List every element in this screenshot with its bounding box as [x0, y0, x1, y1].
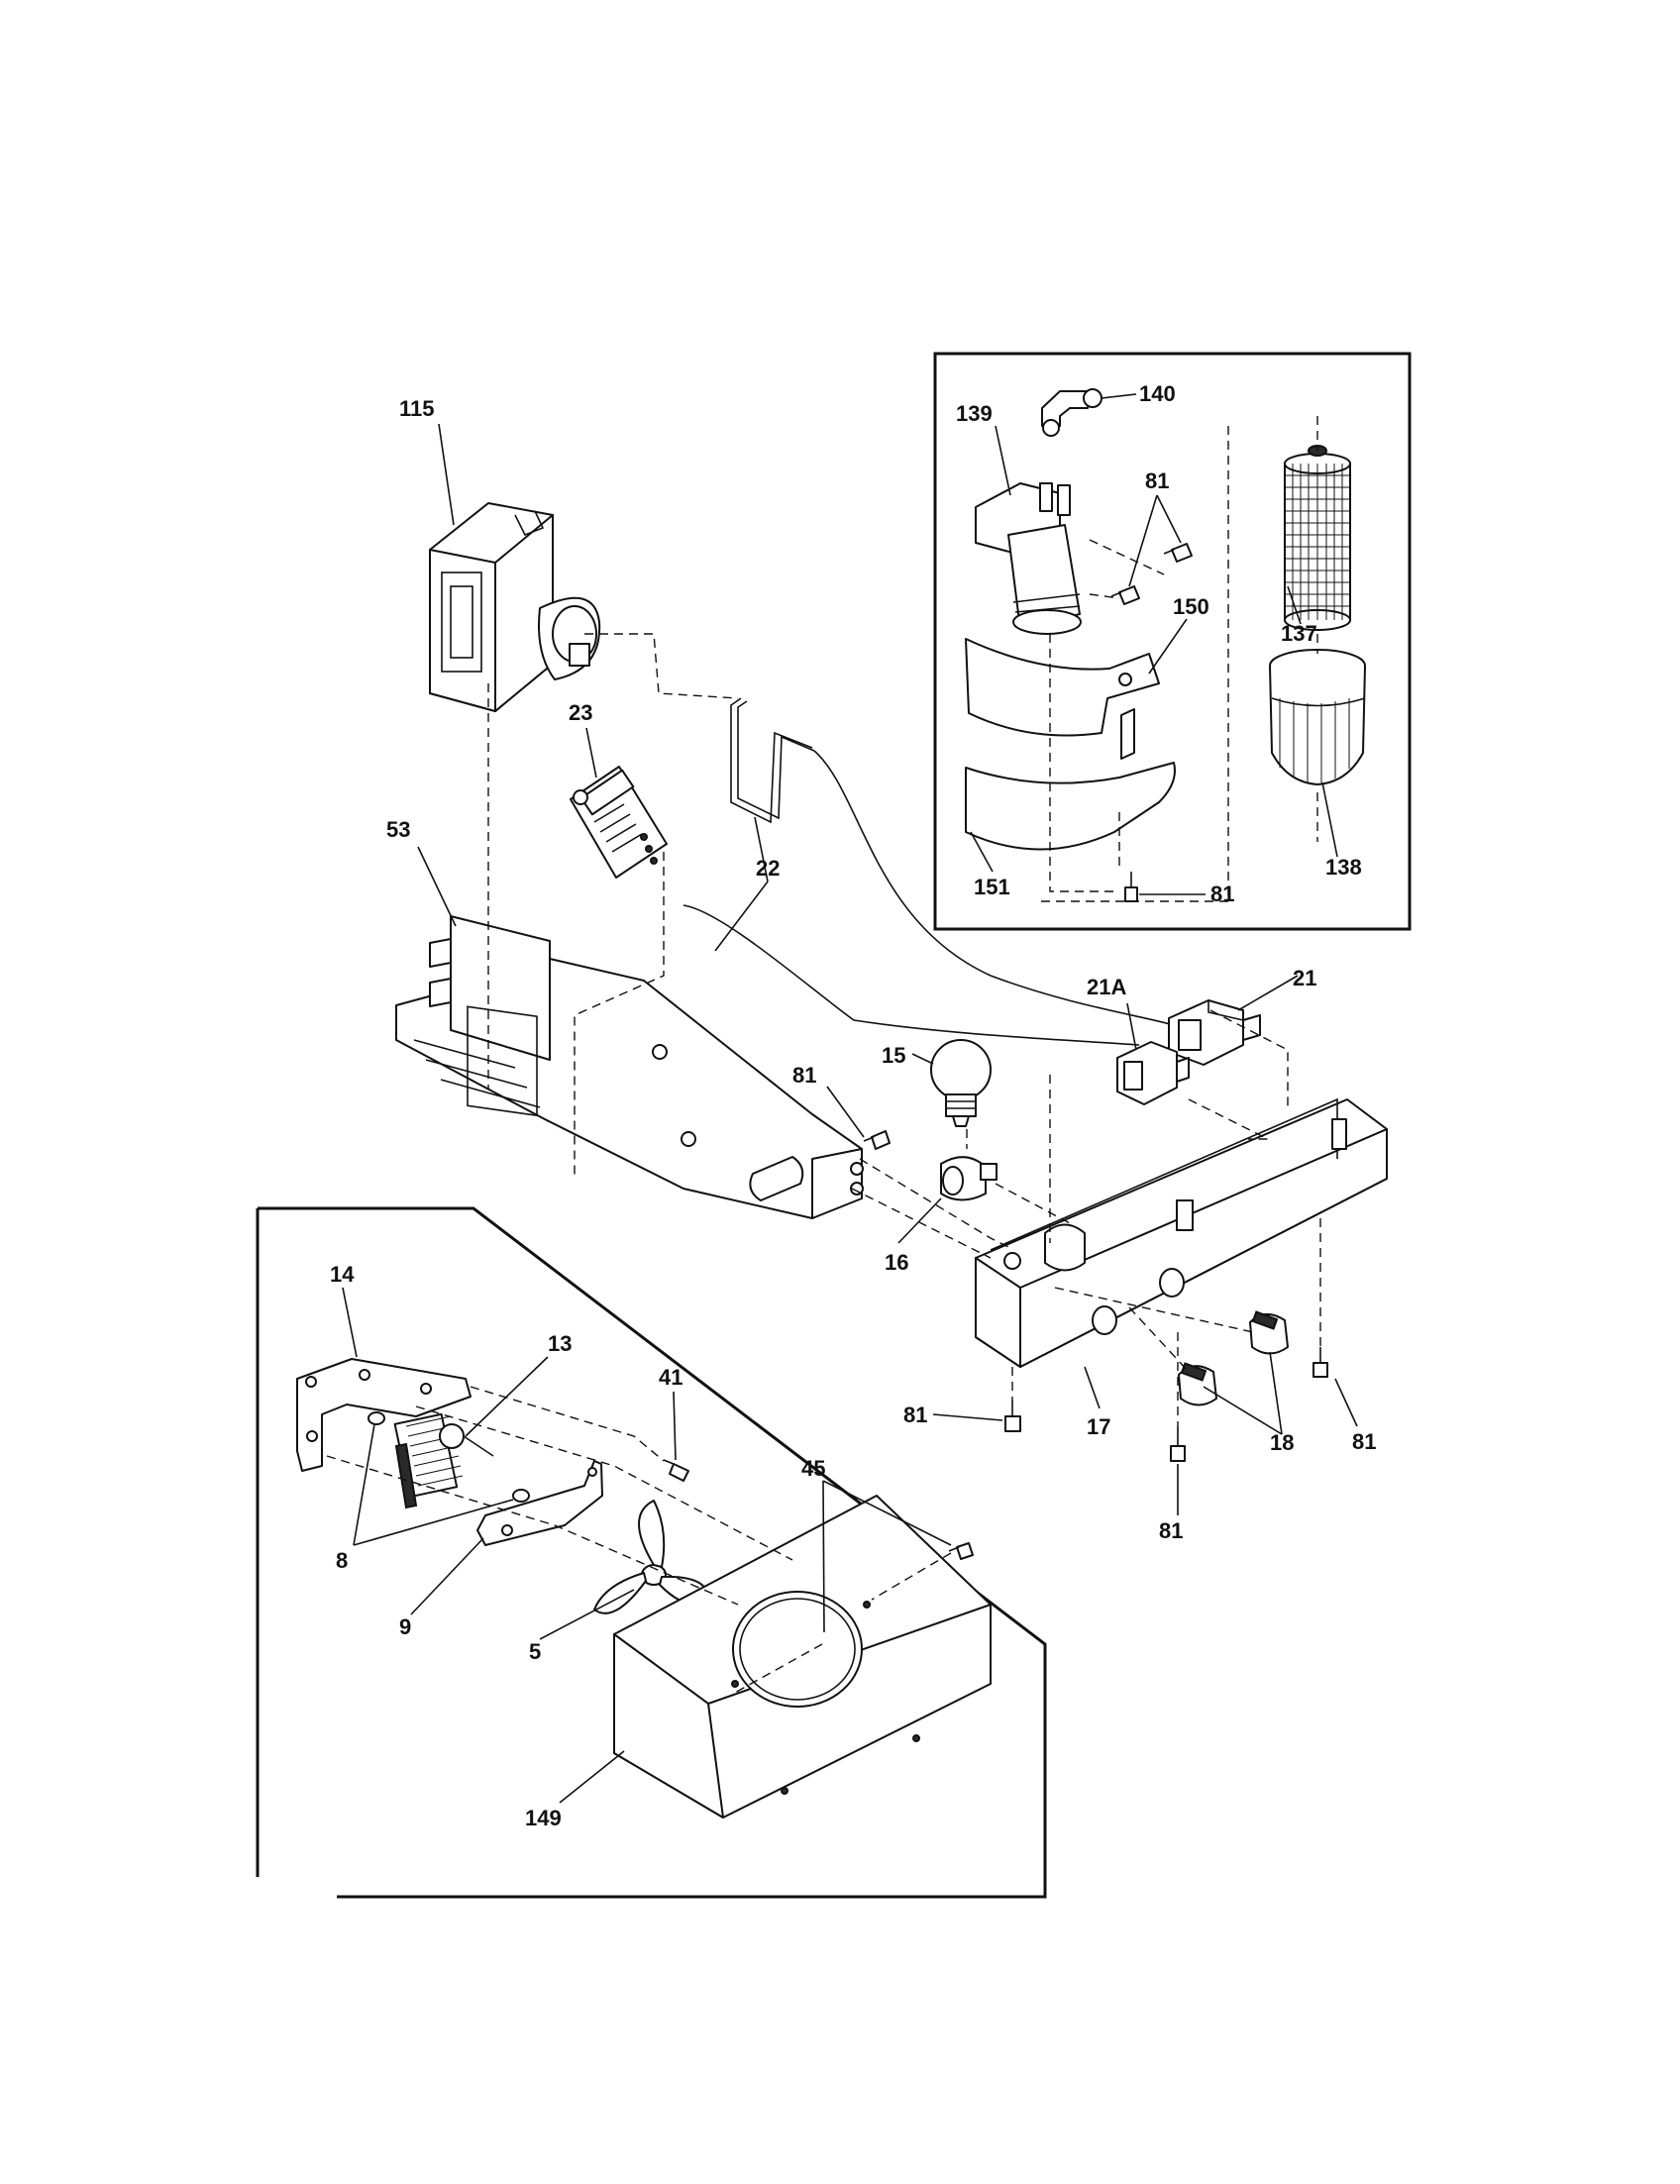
part-22-wire: [682, 697, 1175, 1046]
callout-138: 138: [1325, 855, 1362, 880]
callout-150: 150: [1173, 594, 1209, 619]
callout-151: 151: [974, 875, 1010, 899]
part-17-bezel: [975, 1097, 1388, 1368]
part-149-fan-shroud: [613, 1495, 992, 1819]
water-valve-inset-frame: [933, 352, 1412, 931]
part-139-valve: [975, 482, 1082, 635]
screws-81-main: [863, 1130, 1328, 1462]
callout-22: 22: [756, 856, 780, 881]
callout-81-cover: 81: [1210, 882, 1234, 906]
callout-5: 5: [529, 1639, 541, 1664]
callout-81-valve: 81: [1145, 468, 1169, 493]
part-16-socket: [940, 1156, 998, 1201]
callout-81-bezel-left: 81: [903, 1403, 927, 1427]
part-15-bulb: [930, 1039, 992, 1127]
callout-23: 23: [569, 700, 592, 725]
callout-137: 137: [1281, 621, 1317, 646]
part-151-cover: [965, 708, 1176, 851]
part-8-washers: [368, 1411, 530, 1503]
part-140-elbow: [1041, 388, 1102, 437]
part-14-bracket: [296, 1358, 472, 1472]
callout-140: 140: [1139, 381, 1176, 406]
callout-45: 45: [801, 1456, 825, 1481]
part-150-bracket: [965, 638, 1160, 737]
part-137-filter-cartridge: [1284, 445, 1351, 631]
callout-81-bottom: 81: [1159, 1518, 1183, 1543]
callout-17: 17: [1087, 1414, 1110, 1439]
part-18-knobs: [1178, 1310, 1289, 1406]
part-9-bracket: [476, 1460, 603, 1546]
alignment-lines: [326, 416, 1321, 1695]
callout-13: 13: [548, 1331, 572, 1356]
part-21A-switch: [1116, 1041, 1190, 1105]
callout-18: 18: [1270, 1430, 1294, 1455]
callout-115: 115: [399, 396, 435, 421]
part-23-control-board: [570, 766, 668, 879]
callout-21A: 21A: [1087, 975, 1126, 999]
callout-21: 21: [1293, 966, 1316, 990]
callout-16: 16: [885, 1250, 908, 1275]
part-53-housing: [395, 915, 864, 1219]
callout-81-bezel-right: 81: [1352, 1429, 1376, 1454]
callout-149: 149: [525, 1806, 562, 1830]
callout-139: 139: [956, 401, 993, 426]
callout-53: 53: [386, 817, 410, 842]
callout-15: 15: [882, 1043, 905, 1068]
part-138-filter-housing: [1269, 649, 1366, 785]
fan-inset-frame: [256, 1206, 1047, 1899]
callout-9: 9: [399, 1614, 411, 1639]
callout-81-housing: 81: [792, 1063, 816, 1088]
part-13-motor: [393, 1412, 494, 1509]
part-115-actuator: [429, 502, 601, 712]
callout-41: 41: [659, 1365, 682, 1390]
part-21-switch: [1168, 999, 1261, 1066]
leader-lines: [342, 393, 1358, 1804]
part-41-screw: [663, 1459, 689, 1482]
callout-14: 14: [330, 1262, 355, 1287]
callout-8: 8: [336, 1548, 348, 1573]
